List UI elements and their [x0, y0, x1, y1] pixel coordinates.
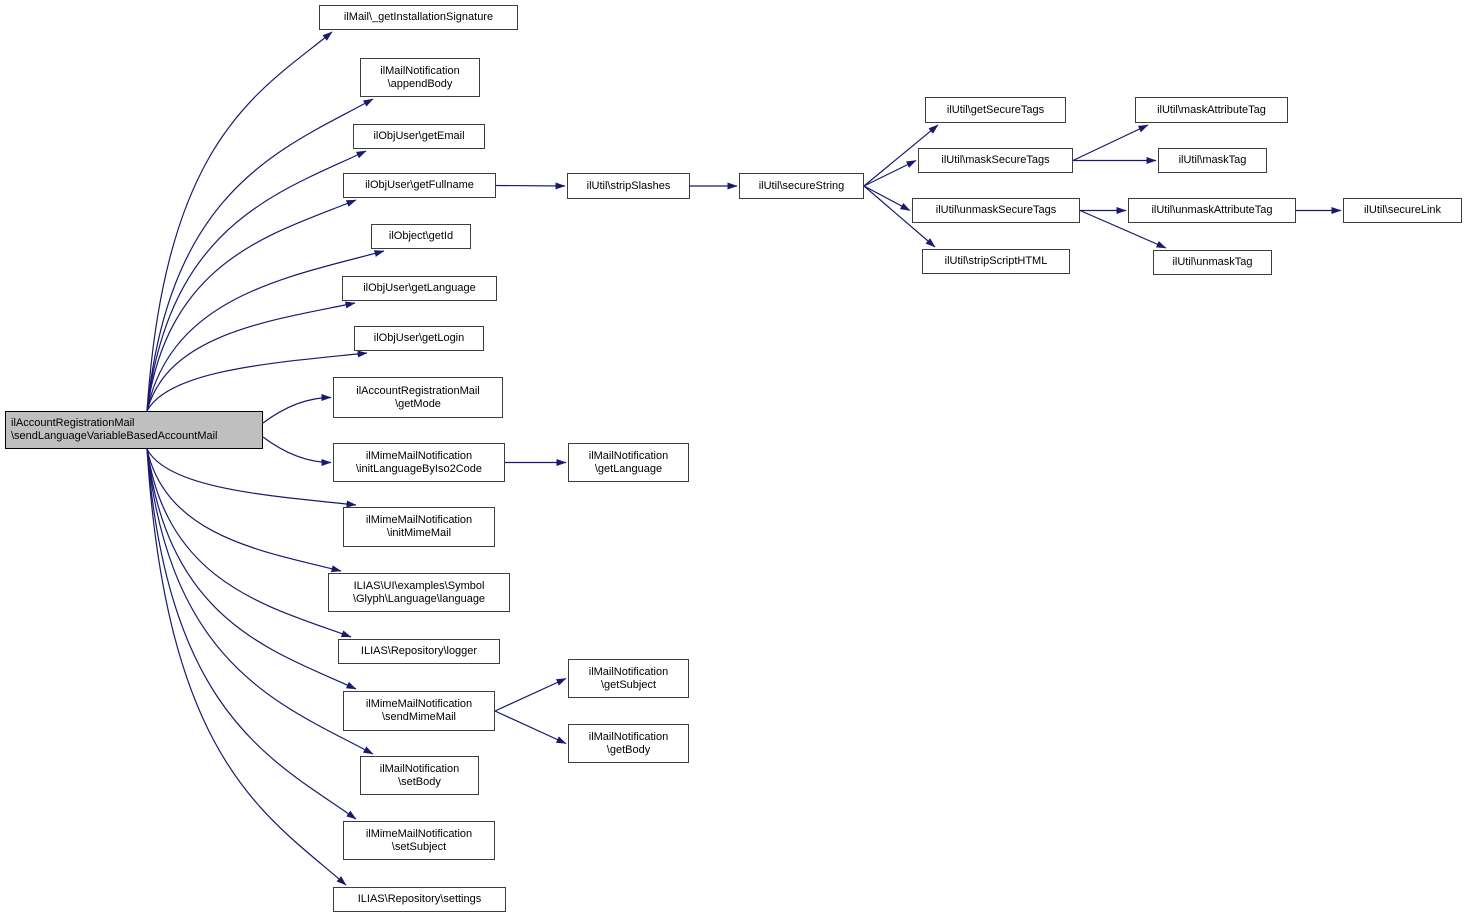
node-sendMimeMail[interactable]: ilMimeMailNotification \sendMimeMail — [343, 691, 495, 731]
node-getFullname[interactable]: ilObjUser\getFullname — [343, 173, 496, 198]
node-label: ilMimeMailNotification \initLanguageByIs… — [356, 449, 482, 475]
node-label: ilMailNotification \setBody — [379, 762, 460, 788]
node-label: ilMailNotification \getBody — [588, 730, 669, 756]
node-unmaskAttributeTag[interactable]: ilUtil\unmaskAttributeTag — [1128, 198, 1296, 223]
node-label: ilMailNotification \getLanguage — [588, 449, 669, 475]
edge-secureString-unmaskSecureTags — [863, 185, 911, 212]
node-label: ilUtil\secureString — [758, 179, 845, 192]
node-unmaskTag[interactable]: ilUtil\unmaskTag — [1153, 250, 1272, 275]
node-label: ilUtil\unmaskAttributeTag — [1151, 204, 1273, 216]
edge-sendMimeMail-getBody — [494, 710, 567, 745]
edge-sendMimeMail-getSubject — [494, 677, 567, 712]
node-setBody[interactable]: ilMailNotification \setBody — [360, 756, 479, 795]
node-stripScriptHTML[interactable]: ilUtil\stripScriptHTML — [922, 249, 1070, 274]
edge-secureString-stripScriptHTML — [863, 185, 936, 248]
edge-getFullname-stripSlashes — [495, 182, 566, 190]
node-secureLink[interactable]: ilUtil\secureLink — [1343, 198, 1462, 223]
node-label: ilMimeMailNotification \setSubject — [365, 827, 473, 853]
node-settings[interactable]: ILIAS\Repository\settings — [333, 887, 506, 912]
edge-sendLanguageVariableBasedAccountMail-getInstallationSignature — [146, 31, 333, 412]
node-label: ilUtil\unmaskTag — [1172, 256, 1253, 268]
node-label: ilUtil\stripSlashes — [586, 179, 671, 192]
node-setSubject[interactable]: ilMimeMailNotification \setSubject — [343, 821, 495, 860]
node-label: ilMailNotification \appendBody — [380, 64, 460, 90]
node-maskTag[interactable]: ilUtil\maskTag — [1158, 148, 1267, 173]
node-getInstallationSignature[interactable]: ilMail\_getInstallationSignature — [319, 5, 518, 30]
node-label: ilUtil\unmaskSecureTags — [935, 204, 1057, 216]
node-label: ilMail\_getInstallationSignature — [343, 11, 494, 23]
node-label: ilMimeMailNotification \sendMimeMail — [365, 698, 473, 723]
node-getBody[interactable]: ilMailNotification \getBody — [568, 724, 689, 763]
node-label: ilAccountRegistrationMail \sendLanguageV… — [11, 417, 218, 442]
node-label: ilObjUser\getFullname — [365, 179, 474, 191]
edge-sendLanguageVariableBasedAccountMail-getLanguageUser — [146, 301, 356, 412]
edge-sendLanguageVariableBasedAccountMail-getEmail — [146, 150, 367, 412]
node-label: ilAccountRegistrationMail \getMode — [356, 384, 480, 410]
node-secureString[interactable]: ilUtil\secureString — [739, 173, 864, 199]
node-getLanguageUser[interactable]: ilObjUser\getLanguage — [342, 276, 497, 301]
node-unmaskSecureTags[interactable]: ilUtil\unmaskSecureTags — [912, 198, 1080, 223]
node-getEmail[interactable]: ilObjUser\getEmail — [353, 124, 485, 149]
edge-sendLanguageVariableBasedAccountMail-getMode — [262, 394, 332, 424]
edge-secureString-getSecureTags — [863, 124, 939, 187]
node-appendBody[interactable]: ilMailNotification \appendBody — [360, 58, 480, 97]
edge-sendLanguageVariableBasedAccountMail-initLanguageByIso2Code — [262, 436, 332, 466]
edge-sendLanguageVariableBasedAccountMail-initMimeMail — [146, 448, 357, 508]
node-logger[interactable]: ILIAS\Repository\logger — [338, 639, 500, 664]
node-label: ilMailNotification \getSubject — [588, 665, 669, 691]
node-label: ILIAS\UI\examples\Symbol \Glyph\Language… — [352, 579, 486, 605]
edge-sendLanguageVariableBasedAccountMail-appendBody — [146, 98, 374, 412]
node-label: ilUtil\secureLink — [1363, 204, 1442, 216]
edge-sendLanguageVariableBasedAccountMail-getId — [146, 250, 385, 412]
node-label: ilUtil\stripScriptHTML — [944, 255, 1048, 267]
node-initLanguageByIso2Code[interactable]: ilMimeMailNotification \initLanguageByIs… — [333, 443, 505, 482]
edge-maskSecureTags-maskAttributeTag — [1072, 124, 1149, 162]
node-label: ILIAS\Repository\logger — [360, 645, 478, 657]
node-label: ILIAS\Repository\settings — [357, 893, 482, 905]
node-initMimeMail[interactable]: ilMimeMailNotification \initMimeMail — [343, 507, 495, 547]
edge-secureString-maskSecureTags — [863, 159, 917, 187]
node-getLanguageMail[interactable]: ilMailNotification \getLanguage — [568, 443, 689, 482]
node-stripSlashes[interactable]: ilUtil\stripSlashes — [567, 173, 690, 199]
node-sendLanguageVariableBasedAccountMail[interactable]: ilAccountRegistrationMail \sendLanguageV… — [5, 411, 263, 449]
node-label: ilMimeMailNotification \initMimeMail — [365, 514, 473, 539]
node-maskSecureTags[interactable]: ilUtil\maskSecureTags — [918, 148, 1073, 173]
node-maskAttributeTag[interactable]: ilUtil\maskAttributeTag — [1135, 97, 1288, 123]
node-label: ilObject\getId — [388, 230, 454, 242]
node-getSecureTags[interactable]: ilUtil\getSecureTags — [925, 97, 1066, 123]
node-languageGlyph[interactable]: ILIAS\UI\examples\Symbol \Glyph\Language… — [328, 573, 510, 612]
node-label: ilUtil\maskAttributeTag — [1157, 103, 1266, 116]
edge-group — [146, 31, 1342, 886]
node-label: ilObjUser\getLanguage — [363, 282, 476, 294]
node-label: ilObjUser\getLogin — [373, 332, 465, 344]
node-label: ilUtil\maskSecureTags — [941, 154, 1050, 166]
node-label: ilUtil\maskTag — [1178, 154, 1247, 166]
edge-sendLanguageVariableBasedAccountMail-languageGlyph — [146, 448, 342, 573]
edge-sendLanguageVariableBasedAccountMail-setBody — [146, 448, 374, 755]
edge-sendLanguageVariableBasedAccountMail-getFullname — [146, 199, 357, 412]
edge-sendLanguageVariableBasedAccountMail-sendMimeMail — [146, 448, 357, 690]
node-getMode[interactable]: ilAccountRegistrationMail \getMode — [333, 377, 503, 418]
node-label: ilUtil\getSecureTags — [946, 103, 1045, 116]
node-getSubject[interactable]: ilMailNotification \getSubject — [568, 659, 689, 698]
node-getLogin[interactable]: ilObjUser\getLogin — [354, 326, 484, 351]
node-getId[interactable]: ilObject\getId — [371, 224, 471, 249]
edge-sendLanguageVariableBasedAccountMail-getLogin — [146, 350, 368, 412]
edge-unmaskSecureTags-unmaskTag — [1079, 209, 1167, 249]
edge-sendLanguageVariableBasedAccountMail-setSubject — [146, 448, 357, 820]
edge-sendLanguageVariableBasedAccountMail-logger — [146, 448, 352, 638]
node-label: ilObjUser\getEmail — [373, 130, 465, 142]
edge-sendLanguageVariableBasedAccountMail-settings — [146, 448, 347, 886]
